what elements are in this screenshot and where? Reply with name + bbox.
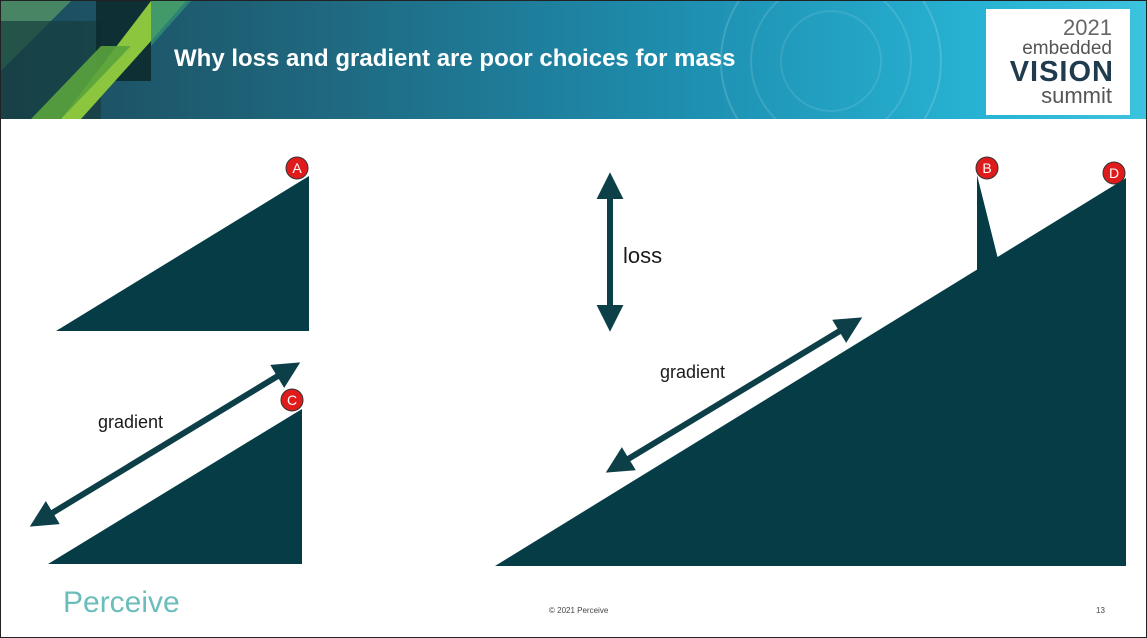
marker-b: B [975,156,999,180]
copyright-text: © 2021 Perceive [549,606,609,615]
header-graphic [1,1,942,119]
marker-c: C [280,388,304,412]
marker-b-label: B [982,160,991,176]
logo-year: 2021 [1063,15,1112,40]
triangle-bd [495,178,1126,566]
triangle-c [48,409,302,564]
logo-embedded: embedded [1022,38,1112,59]
marker-a: A [285,156,309,180]
perceive-logo: Perceive [63,586,180,619]
marker-d: D [1102,161,1126,185]
marker-c-label: C [287,392,297,408]
marker-a-label: A [292,160,302,176]
logo-vision: VISION [1009,56,1114,88]
page-number: 13 [1096,606,1105,615]
gradient-arrow-left [29,362,301,527]
marker-d-label: D [1109,165,1119,181]
event-logo: 2021 embedded VISION summit [986,9,1130,115]
triangle-a [56,176,309,331]
gradient-label-left: gradient [98,412,163,432]
gradient-arrow-right [605,317,863,473]
slide-header: Why loss and gradient are poor choices f… [1,1,1146,119]
gradient-label-right: gradient [660,362,725,382]
loss-label: loss [623,243,662,268]
logo-summit: summit [1041,83,1112,108]
spike-b [977,175,999,273]
slide-title: Why loss and gradient are poor choices f… [174,45,736,72]
